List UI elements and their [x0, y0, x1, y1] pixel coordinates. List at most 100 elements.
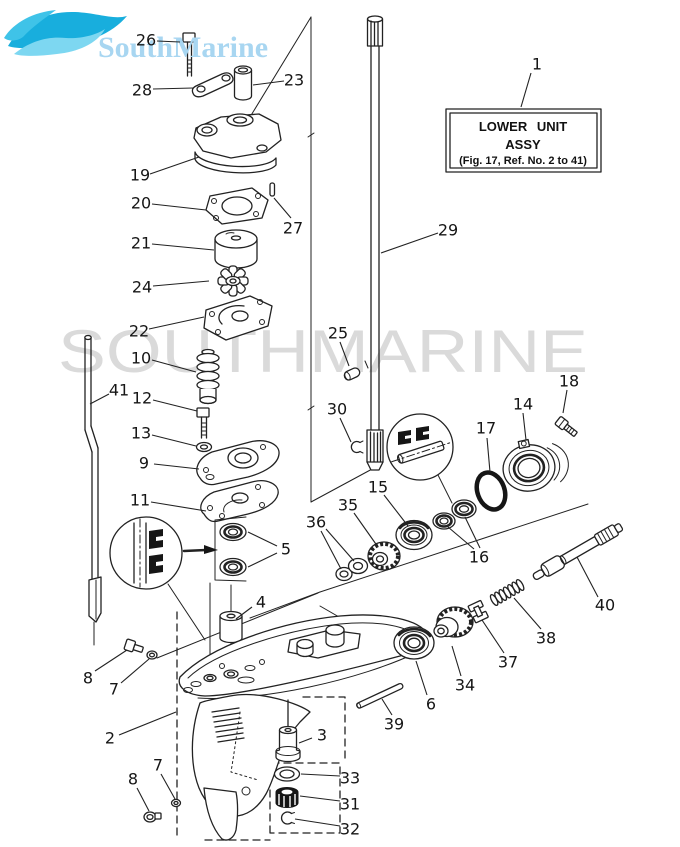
- leader-line-23: [252, 80, 285, 86]
- part-12-bolt: [196, 407, 210, 439]
- wave-icon: [4, 10, 127, 56]
- brand-logo: SouthMarine: [4, 10, 268, 64]
- leader-line-11: [150, 501, 207, 512]
- callout-29: 29: [438, 221, 458, 240]
- leader-line-35: [353, 512, 379, 548]
- callout-19: 19: [130, 166, 150, 185]
- callout-7: 7: [109, 680, 119, 699]
- leader-line-32: [294, 818, 341, 827]
- leader-line-19: [149, 156, 200, 175]
- leader-line-36: [325, 528, 355, 562]
- leader-line-9: [153, 463, 200, 470]
- leader-line-38: [513, 597, 542, 630]
- leader-line-13: [151, 434, 197, 447]
- callout-11: 11: [130, 491, 150, 510]
- callout-24: 24: [132, 278, 152, 297]
- part-32-spring-clip: [280, 811, 295, 825]
- leader-line-5: [247, 552, 278, 568]
- callout-28: 28: [132, 81, 152, 100]
- callout-13: 13: [131, 424, 151, 443]
- part-27-pin: [269, 182, 276, 197]
- dashed-boundaries: [176, 611, 346, 841]
- callout-22: 22: [129, 322, 149, 341]
- callout-14: 14: [513, 395, 533, 414]
- callout-17: 17: [476, 419, 496, 438]
- callout-35: 35: [338, 496, 358, 515]
- callout-25: 25: [328, 324, 348, 343]
- part-7-washer-upper: [146, 650, 158, 660]
- leader-line-29: [380, 232, 439, 254]
- callout-20: 20: [131, 194, 151, 213]
- leader-line-31: [299, 795, 341, 802]
- callout-32: 32: [340, 820, 360, 839]
- leader-line-16: [447, 526, 475, 550]
- callout-7: 7: [153, 756, 163, 775]
- leader-line-1: [520, 72, 532, 108]
- assembly-label-box: LOWER UNIT ASSY (Fig. 17, Ref. No. 2 to …: [445, 108, 602, 173]
- part-41-shift-rod: [84, 334, 102, 646]
- callout-15: 15: [368, 478, 388, 497]
- part-14-bearing-housing: [502, 438, 569, 492]
- leader-line-18: [562, 389, 568, 414]
- callout-26: 26: [136, 31, 156, 50]
- part-30-circlip: [350, 440, 364, 454]
- leader-line-26: [156, 40, 181, 43]
- callout-2: 2: [105, 729, 115, 748]
- part-36-washers: [335, 557, 369, 582]
- part-20-gasket: [205, 187, 269, 225]
- leader-line-15: [383, 494, 409, 527]
- part-4-damper: [219, 610, 243, 644]
- leader-line-30: [339, 417, 352, 443]
- part-34-reverse-gear: [433, 606, 474, 638]
- callout-18: 18: [559, 372, 579, 391]
- part-6-bearing: [393, 626, 435, 660]
- leader-line-25: [339, 341, 350, 367]
- leader-line-41: [89, 393, 110, 405]
- leader-line-21: [151, 243, 215, 251]
- part-8-bolt-lower: [143, 811, 162, 823]
- part-33-washer: [273, 766, 301, 782]
- callout-3: 3: [317, 726, 327, 745]
- callout-23: 23: [284, 71, 304, 90]
- callout-27: 27: [283, 219, 303, 238]
- part-15-bearing: [395, 519, 433, 551]
- part-21-pump-cup: [214, 229, 258, 269]
- callout-38: 38: [536, 629, 556, 648]
- part-40-prop-shaft: [532, 523, 624, 581]
- part-28-bracket: [191, 72, 234, 98]
- callout-40: 40: [595, 596, 615, 615]
- callout-1: 1: [532, 55, 542, 74]
- part-38-spring: [489, 579, 525, 606]
- callout-5: 5: [281, 540, 291, 559]
- part-11-gasket: [200, 480, 279, 523]
- leader-line-39: [381, 698, 393, 716]
- part-39-pin: [356, 682, 404, 709]
- part-7-washer-lower: [170, 798, 182, 808]
- leader-line-27: [273, 197, 292, 219]
- part-37-shift-slider: [467, 599, 489, 624]
- water-intake-slits: [211, 707, 245, 743]
- leader-line-20: [151, 203, 207, 211]
- part-10-sleeve: [196, 348, 220, 405]
- leader-line-6: [415, 660, 428, 696]
- detail-circle-shift-clips: [109, 516, 218, 590]
- callout-16: 16: [469, 548, 489, 567]
- leader-line-40: [576, 556, 599, 598]
- part-24-impeller: [217, 265, 249, 297]
- leader-line-22: [148, 316, 205, 330]
- leader-line-7: [120, 658, 150, 684]
- leader-line-33: [300, 773, 341, 777]
- leader-line-12: [152, 399, 198, 412]
- leader-line-8: [94, 649, 128, 672]
- part-17-o-ring: [474, 470, 508, 512]
- callout-39: 39: [384, 715, 404, 734]
- detail-circle-cross-pin: [386, 413, 454, 481]
- leader-line-2: [118, 711, 177, 736]
- leader-line-10: [151, 359, 197, 373]
- leader-line-17: [486, 437, 491, 473]
- part-25-pin: [343, 360, 369, 381]
- callout-37: 37: [498, 653, 518, 672]
- part-8-bolt-upper: [123, 638, 144, 653]
- part-3-anode-plug: [275, 699, 301, 763]
